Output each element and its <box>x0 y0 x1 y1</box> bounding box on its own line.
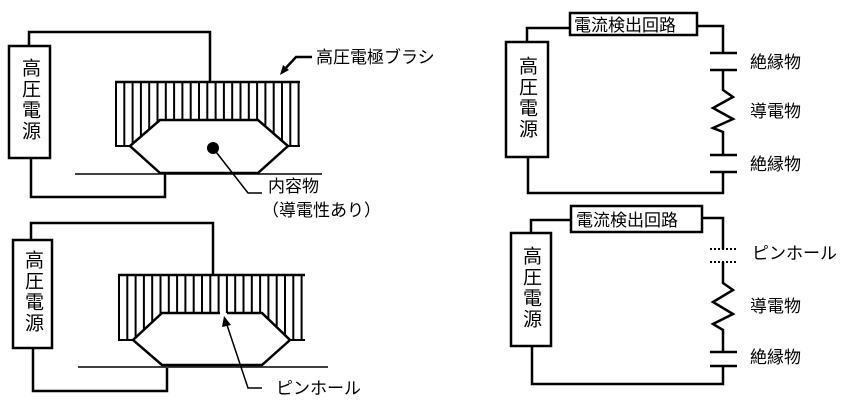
conductor-label: 導電物 <box>750 102 801 122</box>
content-leader <box>212 147 262 194</box>
circuit-conductive: 高圧電源 電流検出回路 絶縁物 導電物 絶縁物 <box>504 11 801 195</box>
power-supply-label: 高圧電源 <box>516 56 538 140</box>
wire-bottom <box>31 348 169 393</box>
content-note: （導電性あり） <box>262 201 381 221</box>
wire <box>702 216 725 249</box>
high-voltage-brush <box>118 273 305 341</box>
high-voltage-brush <box>115 80 300 147</box>
insulator-label: 絶縁物 <box>750 155 801 175</box>
wire <box>525 26 570 42</box>
power-supply-label: 高圧電源 <box>19 58 41 142</box>
wire-top <box>27 30 212 82</box>
figure-brush-pinhole: 高圧電源 ピンホール <box>11 221 361 399</box>
pinhole-label: ピンホール <box>276 379 361 399</box>
brush-label: 高圧電極ブラシ <box>316 47 435 68</box>
container <box>128 118 290 175</box>
wire <box>697 24 725 53</box>
insulator-label: 絶縁物 <box>750 53 801 73</box>
wire-top <box>29 221 215 275</box>
resistor-zigzag <box>710 262 736 352</box>
insulator-label: 絶縁物 <box>750 348 801 368</box>
circuit-pinhole: 高圧電源 電流検出回路 ピンホール 導電物 絶縁物 <box>509 204 837 386</box>
content-label: 内容物 <box>268 177 319 197</box>
container-with-pinhole <box>131 311 292 367</box>
conductor-label: 導電物 <box>750 297 801 317</box>
wire <box>530 346 725 386</box>
wire-bottom <box>29 158 167 199</box>
figure-brush-conductive: 高圧電源 内容物 （導電性あり） 高圧電極ブラシ <box>7 30 435 221</box>
brush-leader <box>283 55 312 71</box>
current-detector-label: 電流検出回路 <box>576 211 678 231</box>
arrow-head-icon <box>222 316 231 327</box>
arrow-head-icon <box>280 65 289 75</box>
resistor-zigzag <box>709 70 736 155</box>
current-detector-label: 電流検出回路 <box>574 16 676 36</box>
pinhole-label: ピンホール <box>752 244 837 264</box>
power-supply-label: 高圧電源 <box>22 250 44 334</box>
pinhole-leader <box>226 324 262 389</box>
wire <box>529 218 571 233</box>
current-detector-box <box>568 11 699 37</box>
wire <box>526 157 725 195</box>
power-supply-label: 高圧電源 <box>520 246 542 330</box>
